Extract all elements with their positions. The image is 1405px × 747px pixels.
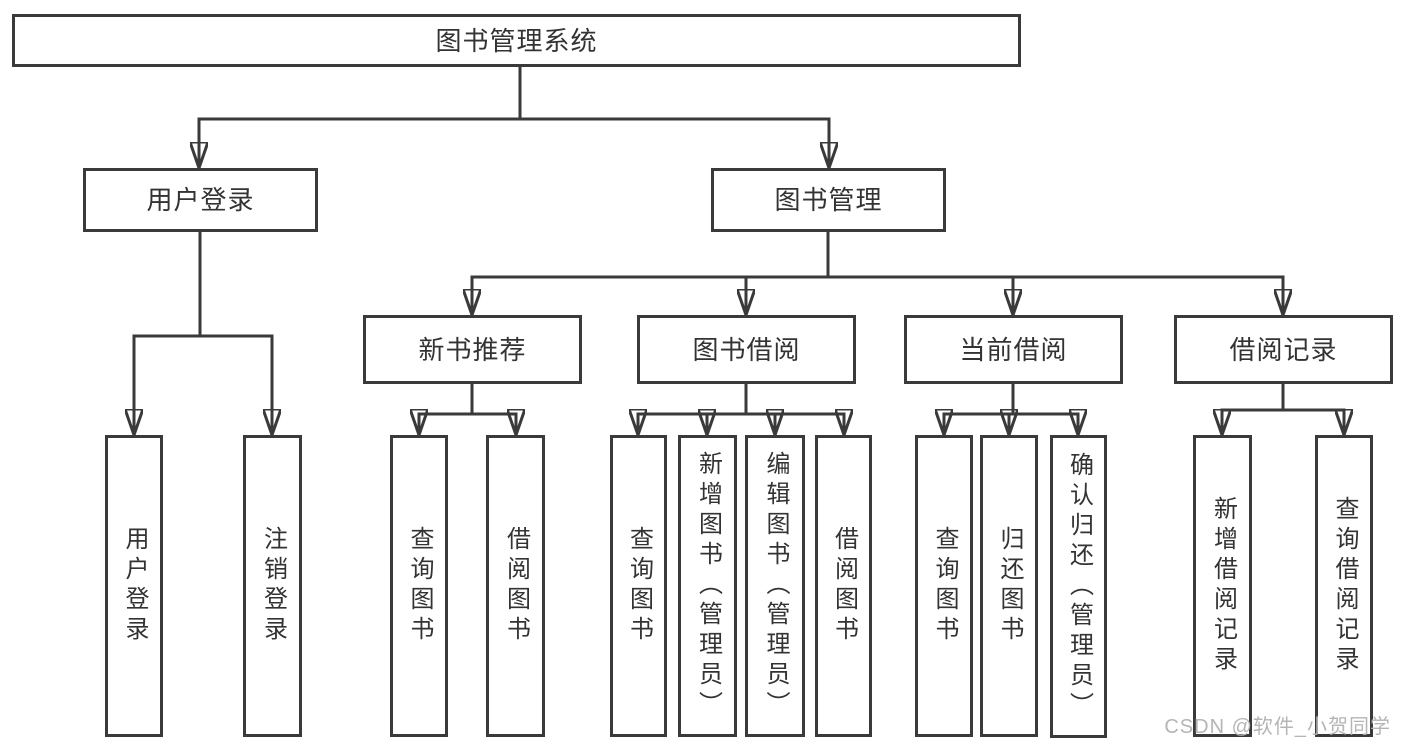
csdn-watermark: CSDN @软件_小贺同学 <box>1164 716 1391 738</box>
leaf-user-login: 用户登录 <box>105 435 163 737</box>
leaf-logout-login: 注销登录 <box>243 435 302 737</box>
node-borrowing-records: 借阅记录 <box>1174 315 1393 384</box>
node-user-login: 用户登录 <box>83 168 318 232</box>
connector-borrowing-records-to-leaves <box>1222 382 1344 434</box>
node-new-book-recommend: 新书推荐 <box>363 315 582 384</box>
leaf-borrow-books-recommend: 借阅图书 <box>486 435 545 737</box>
leaf-return-books: 归还图书 <box>980 435 1038 737</box>
leaf-query-books-current: 查询图书 <box>915 435 973 737</box>
leaf-edit-books-admin: 编辑图书（管理员） <box>745 435 805 737</box>
leaf-add-borrow-record: 新增借阅记录 <box>1193 435 1252 737</box>
leaf-add-books-admin: 新增图书（管理员） <box>678 435 737 737</box>
leaf-confirm-return-admin: 确认归还（管理员） <box>1050 435 1107 738</box>
leaf-query-books-borrowing: 查询图书 <box>610 435 667 737</box>
node-book-management: 图书管理 <box>711 168 946 232</box>
node-current-borrowing: 当前借阅 <box>904 315 1123 384</box>
connector-current-borrowing-to-leaves <box>944 382 1078 434</box>
node-book-borrowing: 图书借阅 <box>637 315 856 384</box>
connector-new-book-recommend-to-leaves <box>419 382 516 434</box>
connector-book-management-to-level3 <box>472 230 1283 314</box>
leaf-query-borrow-record: 查询借阅记录 <box>1315 435 1373 737</box>
node-root-library-management-system: 图书管理系统 <box>12 14 1021 67</box>
leaf-query-books-recommend: 查询图书 <box>390 435 448 737</box>
connector-user-login-to-leaves <box>134 230 272 434</box>
leaf-borrow-books-borrowing: 借阅图书 <box>815 435 872 737</box>
connector-book-borrowing-to-leaves <box>638 382 844 434</box>
connector-root-to-level2 <box>199 65 829 167</box>
